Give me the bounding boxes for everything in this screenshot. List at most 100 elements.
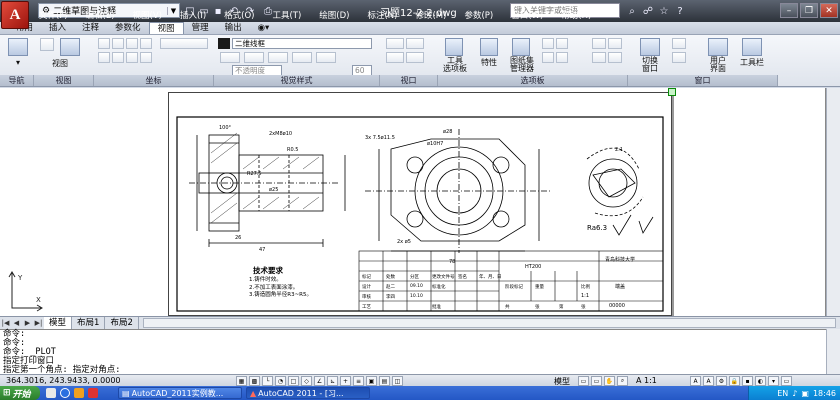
- steering-wheel-icon[interactable]: [8, 38, 28, 56]
- coordinate-readout[interactable]: 364.3016, 243.9433, 0.0000: [6, 376, 121, 385]
- calculator-icon[interactable]: [542, 52, 554, 63]
- model-space-label[interactable]: 模型: [554, 377, 570, 386]
- snap-mode-icon[interactable]: ▦: [236, 376, 247, 386]
- tool-palettes-label[interactable]: 工具 选项板: [443, 56, 467, 73]
- tab-annotate[interactable]: 注释: [82, 23, 100, 33]
- quick-launch-folder-icon[interactable]: [74, 388, 84, 398]
- viewport-named-icon[interactable]: [406, 38, 424, 49]
- menu-tools[interactable]: 工具(T): [272, 11, 302, 21]
- undo-icon[interactable]: ↶: [229, 5, 239, 17]
- xray-icon[interactable]: [292, 52, 312, 63]
- switch-window-label[interactable]: 切换 窗口: [642, 56, 658, 73]
- task-word-document[interactable]: ▤ AutoCAD_2011实例教...: [118, 387, 242, 399]
- layer-icon[interactable]: [592, 38, 606, 49]
- tab-manage[interactable]: 管理: [191, 23, 209, 33]
- sheet-set-icon[interactable]: [512, 38, 530, 56]
- task-autocad[interactable]: ▲ AutoCAD 2011 - [习...: [246, 387, 370, 399]
- sheet-set-label[interactable]: 图纸集 管理器: [510, 56, 534, 73]
- face-style-icon[interactable]: [316, 52, 336, 63]
- viewport-grip-handle[interactable]: [668, 88, 676, 96]
- layer-lock-icon[interactable]: [592, 52, 606, 63]
- command-scrollbar[interactable]: [826, 329, 840, 374]
- menu-view[interactable]: 视图(V): [132, 11, 162, 21]
- close-button[interactable]: ✕: [820, 3, 838, 18]
- menu-dimension[interactable]: 标注(N): [367, 11, 398, 21]
- menu-window[interactable]: 窗口(W): [511, 11, 544, 21]
- new-icon[interactable]: □: [185, 5, 195, 17]
- auto-scale-icon[interactable]: A: [703, 376, 714, 386]
- object-tracking-icon[interactable]: ∠: [314, 376, 325, 386]
- grid-display-icon[interactable]: ▩: [249, 376, 260, 386]
- quick-view-layouts-icon[interactable]: ▭: [578, 376, 589, 386]
- menu-draw[interactable]: 绘图(D): [319, 11, 350, 21]
- tile-horizontal-icon[interactable]: [672, 38, 686, 49]
- search-input[interactable]: 键入关键字或短语: [510, 3, 620, 18]
- menu-file[interactable]: 文件(F): [39, 11, 68, 21]
- tab-view[interactable]: 视图: [148, 22, 184, 34]
- status-bar-menu-icon[interactable]: ▾: [768, 376, 779, 386]
- ucs-world-icon[interactable]: [112, 38, 124, 49]
- toolbars-icon[interactable]: [742, 38, 762, 56]
- pan-icon[interactable]: ✋: [604, 376, 615, 386]
- ribbon-minimize-icon[interactable]: ◉▾: [257, 23, 270, 33]
- quick-properties-icon[interactable]: ▤: [379, 376, 390, 386]
- visual-style-combo[interactable]: 二维线框: [232, 38, 372, 49]
- view-cube-icon[interactable]: [40, 38, 54, 51]
- object-snap-icon[interactable]: □: [288, 376, 299, 386]
- prev-layout-icon[interactable]: ◀: [13, 319, 20, 327]
- workspace-switching-icon[interactable]: ⚙: [716, 376, 727, 386]
- menu-format[interactable]: 格式(O): [224, 11, 255, 21]
- start-button[interactable]: ⊞ 开始: [0, 386, 40, 400]
- vertical-scrollbar[interactable]: [826, 88, 840, 316]
- ucs-z-icon[interactable]: [140, 52, 152, 63]
- quick-launch-desktop-icon[interactable]: [46, 388, 56, 398]
- command-prompt[interactable]: 指定第一个角点: 指定对角点:: [3, 365, 121, 375]
- ortho-mode-icon[interactable]: └: [262, 376, 273, 386]
- restore-button[interactable]: ❐: [800, 3, 818, 18]
- plot-icon[interactable]: ⎙: [264, 5, 272, 17]
- view-button-label[interactable]: 视图: [52, 59, 68, 68]
- lock-icon[interactable]: 🔒: [729, 376, 740, 386]
- tab-output[interactable]: 输出: [224, 23, 242, 33]
- tab-parametric[interactable]: 参数化: [115, 23, 141, 33]
- ucs-zaxis-icon[interactable]: [140, 38, 152, 49]
- redo-icon[interactable]: ↷: [245, 5, 255, 17]
- tab-layout2[interactable]: 布局2: [105, 317, 139, 329]
- ucs-3point-icon[interactable]: [98, 52, 110, 63]
- quick-view-drawings-icon[interactable]: ▭: [591, 376, 602, 386]
- selection-cycling-icon[interactable]: ◫: [392, 376, 403, 386]
- markup-icon[interactable]: [556, 38, 568, 49]
- minimize-button[interactable]: –: [780, 3, 798, 18]
- quick-launch-app-icon[interactable]: [88, 388, 98, 398]
- menu-modify[interactable]: 修改(M): [415, 11, 447, 21]
- tile-vertical-icon[interactable]: [672, 52, 686, 63]
- workspace-dropdown[interactable]: ⚙ 二维草图与注释 ▼: [38, 3, 180, 18]
- tool-palette-icon[interactable]: [445, 38, 463, 56]
- open-icon[interactable]: ▭: [199, 5, 209, 17]
- horizontal-scrollbar[interactable]: [142, 318, 836, 328]
- clock[interactable]: 18:46: [812, 388, 836, 398]
- properties-icon[interactable]: [480, 38, 498, 56]
- next-layout-icon[interactable]: ▶: [24, 319, 31, 327]
- network-icon[interactable]: ▣: [801, 388, 809, 398]
- first-layout-icon[interactable]: |◀: [1, 319, 10, 327]
- favorites-star-icon[interactable]: ☆: [659, 5, 669, 17]
- search-icon[interactable]: ⌕: [629, 5, 635, 17]
- ucs-origin-icon[interactable]: [126, 38, 138, 49]
- user-interface-icon[interactable]: [708, 38, 728, 56]
- layer-off-icon[interactable]: [608, 38, 622, 49]
- layer-freeze-icon[interactable]: [608, 52, 622, 63]
- toolbars-label[interactable]: 工具栏: [740, 58, 764, 67]
- named-views-icon[interactable]: [60, 38, 80, 56]
- annotation-scale[interactable]: A 1:1: [636, 376, 657, 385]
- volume-icon[interactable]: ♪: [792, 388, 798, 398]
- save-icon[interactable]: ▪: [214, 5, 222, 17]
- command-line-icon[interactable]: [556, 52, 568, 63]
- command-window[interactable]: 命令: 命令: 命令: _PLOT 指定打印窗口 指定第一个角点: 指定对角点:: [0, 329, 826, 375]
- quick-launch-ie-icon[interactable]: [60, 388, 70, 398]
- dynamic-ucs-icon[interactable]: ⊾: [327, 376, 338, 386]
- menu-insert[interactable]: 插入(I): [180, 11, 207, 21]
- ucs-named-combo[interactable]: [160, 38, 208, 49]
- transparency-icon[interactable]: ▣: [366, 376, 377, 386]
- language-indicator[interactable]: EN: [777, 388, 789, 398]
